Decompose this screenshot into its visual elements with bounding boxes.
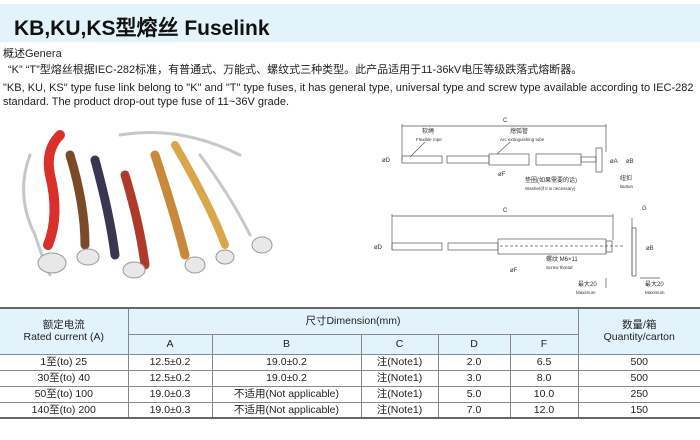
button-en: Button (620, 184, 634, 189)
cell: 19.0±0.3 (127, 401, 213, 419)
cell: 6.5 (509, 353, 579, 371)
cell: 500 (577, 353, 700, 371)
cell: 不适用(Not applicable) (211, 385, 362, 403)
page-title: KB,KU,KS型熔丝 Fuselink (14, 17, 270, 40)
header-col-c: C (360, 333, 439, 355)
cell: 19.0±0.2 (211, 353, 362, 371)
dim-g: G (642, 206, 647, 212)
flexible-rope-en: Flexible rope (416, 137, 442, 142)
cell: 注(Note1) (360, 353, 439, 371)
dim-c-1: C (503, 118, 508, 124)
flexible-rope-cn: 软绳 (422, 127, 434, 135)
tube-en: Arc extinguishing tube (500, 137, 545, 142)
header-col-b: B (211, 333, 362, 355)
screw-cn: 螺纹 M6×11 (546, 255, 578, 263)
cell: 3.0 (437, 369, 511, 387)
max-cn-2: 最大20 (645, 280, 664, 288)
cell: 注(Note1) (360, 369, 439, 387)
header-col-a: A (128, 333, 213, 355)
description-en-1: "KB, KU, KS" type fuse link belong to "K… (3, 82, 694, 94)
cell: 5.0 (437, 385, 511, 403)
cell: 12.0 (509, 401, 579, 419)
phi-d-1: øD (382, 158, 391, 164)
cell: 19.0±0.3 (127, 385, 213, 403)
phi-f-1: øF (498, 172, 506, 178)
fuselink-photo (22, 130, 273, 279)
cell: 10.0 (509, 385, 579, 403)
washer-cn: 垫圈(如果需要的话) (525, 176, 577, 184)
cell: 1至(to) 25 (0, 353, 129, 371)
title-band: KB,KU,KS型熔丝 Fuselink (0, 4, 700, 42)
header-col-d: D (437, 333, 511, 355)
description-cn: “K” “T”型熔丝根据IEC-282标准，有普通式、万能式、螺纹式三种类型。此… (8, 64, 583, 76)
header-col-f: F (509, 333, 578, 355)
phi-b-1: øB (626, 159, 634, 165)
cell: 7.0 (437, 401, 511, 419)
cell: 140至(to) 200 (0, 401, 129, 419)
screw-en: Screw thread (546, 265, 573, 270)
cell: 19.0±0.2 (211, 369, 362, 387)
overview-label: 概述Genera (3, 48, 62, 60)
cell: 8.0 (509, 369, 579, 387)
cell: 500 (577, 369, 700, 387)
cell: 30至(to) 40 (0, 369, 129, 387)
tube-cn: 熄弧管 (510, 127, 528, 135)
max-en-1: Maximum (576, 290, 596, 295)
cell: 注(Note1) (360, 385, 439, 403)
cell: 12.5±0.2 (127, 369, 213, 387)
phi-f-2: øF (510, 268, 518, 274)
cell: 注(Note1) (360, 401, 439, 419)
cell: 150 (577, 401, 700, 419)
washer-en: Washer(if it is necessary) (525, 186, 576, 191)
cell: 50至(to) 100 (0, 385, 129, 403)
button-cn: 纽扣 (620, 174, 632, 182)
cell: 250 (577, 385, 700, 403)
description-en-2: standard. The product drop-out type fuse… (3, 96, 290, 108)
dim-c-2: C (503, 208, 508, 214)
header-dimension: 尺寸Dimension(mm) (127, 307, 579, 335)
cell: 不适用(Not applicable) (211, 401, 362, 419)
phi-b-2: øB (646, 246, 654, 252)
phi-a: øA (610, 159, 618, 165)
phi-d-2: øD (374, 245, 383, 251)
max-en-2: Maximum (645, 290, 665, 295)
dimension-diagram: C C G 软绳 Flexible rope 熄弧管 Arc extinguis… (374, 118, 665, 295)
max-cn-1: 最大20 (578, 280, 597, 288)
cell: 12.5±0.2 (127, 353, 213, 371)
cell: 2.0 (437, 353, 511, 371)
